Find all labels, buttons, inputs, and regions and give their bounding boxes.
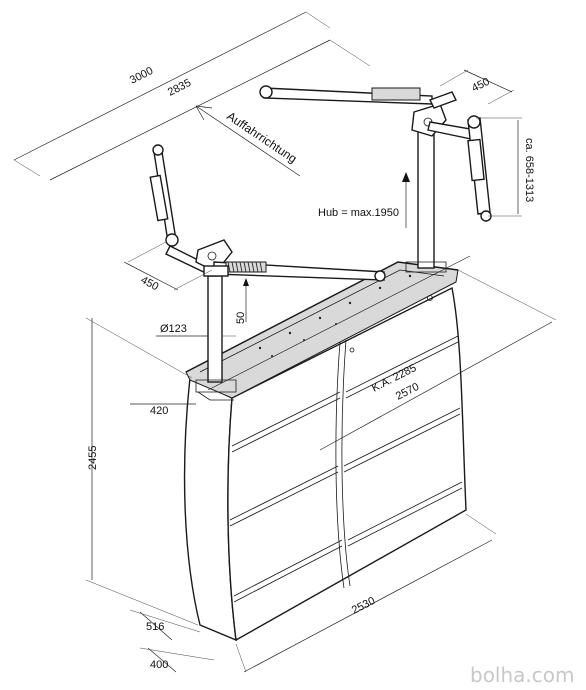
dim-2835: 2835: [166, 77, 193, 99]
left-lift-arm: [149, 144, 386, 282]
dim-3000: 3000: [128, 65, 155, 87]
dimension-lines: [13, 11, 557, 673]
dim-lift-stroke: Hub = max.1950: [318, 207, 399, 219]
dim-516: 516: [146, 621, 164, 633]
cabinet: [183, 261, 467, 642]
dim-pad-height: 50: [235, 312, 247, 324]
rivet-row: [258, 274, 412, 357]
spring-coil: [227, 261, 263, 273]
dim-450-top: 450: [470, 76, 492, 95]
dim-400: 400: [150, 659, 168, 671]
dim-column-diameter: Ø123: [160, 323, 187, 335]
dim-2455: 2455: [87, 446, 99, 470]
dim-2530: 2530: [350, 595, 377, 617]
watermark: bolha.com: [470, 663, 575, 687]
dim-arm-reach: ca. 658-1313: [523, 138, 535, 202]
label-drive-direction: Auffahrrichtung: [224, 109, 299, 166]
right-column: [405, 129, 447, 273]
drive-direction-arrow: [195, 105, 301, 177]
dim-450-left: 450: [139, 274, 161, 293]
dim-420: 420: [150, 405, 168, 417]
